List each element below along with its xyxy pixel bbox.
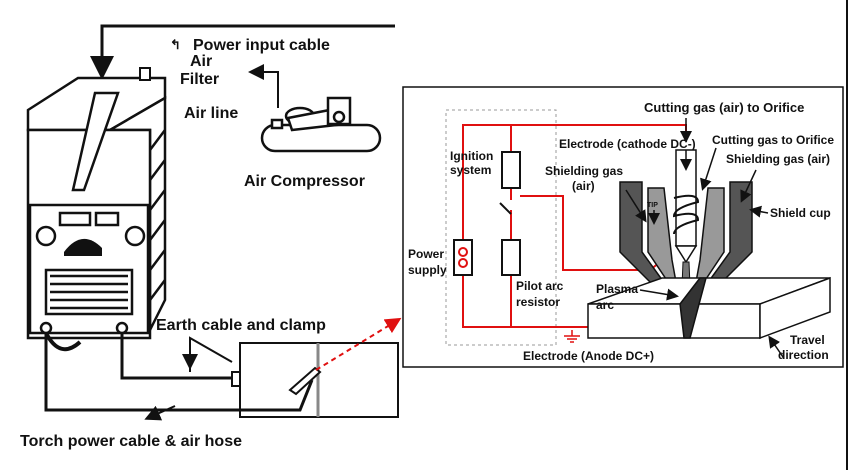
earth-clamp-pointer (189, 336, 233, 372)
label-tip: TIP (647, 202, 658, 209)
label-cutting-gas-air: Cutting gas (air) to Orifice (644, 100, 804, 115)
label-air-filter-1: Air (190, 53, 212, 70)
power-supply-box (453, 239, 473, 276)
label-shield-cup: Shield cup (770, 206, 831, 220)
plasma-cutter-unit (26, 76, 167, 340)
label-plasma-1: Plasma (596, 282, 638, 296)
torch-head (288, 366, 322, 396)
label-air-line: Air line (184, 105, 238, 122)
ignition-system-box (501, 151, 521, 189)
workpiece-3d (587, 276, 831, 340)
air-filter (139, 67, 151, 81)
electrode-coil (672, 194, 700, 235)
workpiece (239, 342, 399, 418)
label-shielding-gas-right: Shielding gas (air) (726, 152, 830, 166)
label-ignition-2: system (450, 163, 491, 177)
power-supply-coil-top (458, 247, 468, 257)
label-power-supply-2: supply (408, 263, 447, 277)
air-compressor-icon (260, 96, 382, 153)
label-electrode-cathode: Electrode (cathode DC-) (559, 137, 696, 151)
label-pilot-arc-1: Pilot arc (516, 279, 564, 293)
label-plasma-2: arc (596, 298, 614, 312)
power-input-cable-line (90, 24, 395, 80)
label-shielding-gas-left-2: (air) (572, 179, 595, 193)
label-air-compressor: Air Compressor (244, 173, 365, 190)
detail-connector (315, 317, 402, 371)
label-electrode-anode: Electrode (Anode DC+) (523, 349, 654, 363)
air-filter-arrow (248, 64, 279, 108)
label-shielding-gas-left-1: Shielding gas (545, 164, 623, 178)
power-switch-icon (64, 238, 102, 256)
power-input-cable-arrow: ↰ (170, 37, 181, 52)
ground-icon (564, 330, 580, 343)
label-travel-2: direction (778, 348, 829, 362)
label-earth-cable: Earth cable and clamp (156, 317, 326, 334)
power-supply-dashed-box (445, 109, 557, 346)
label-power-supply-1: Power (408, 247, 444, 261)
label-air-filter-2: Filter (180, 71, 219, 88)
label-torch-cable: Torch power cable & air hose (20, 433, 242, 450)
label-travel-1: Travel (790, 333, 825, 347)
torch-cable (44, 333, 314, 412)
torch-cable-arrow (144, 405, 176, 421)
power-supply-coil-bottom (458, 258, 468, 268)
right-arrows (625, 118, 784, 358)
label-power-input-cable: Power input cable (193, 37, 330, 54)
label-cutting-gas-orifice: Cutting gas to Orifice (712, 133, 834, 147)
torch-lead-curve (44, 332, 82, 352)
pilot-switch (499, 202, 512, 215)
pilot-arc-resistor (501, 239, 521, 276)
right-panel: Cutting gas (air) to Orifice Electrode (… (402, 86, 844, 368)
left-panel: ↰ (20, 24, 402, 450)
torch-nozzle (619, 149, 753, 293)
label-ignition-1: Ignition (450, 149, 493, 163)
label-pilot-arc-2: resistor (516, 295, 560, 309)
